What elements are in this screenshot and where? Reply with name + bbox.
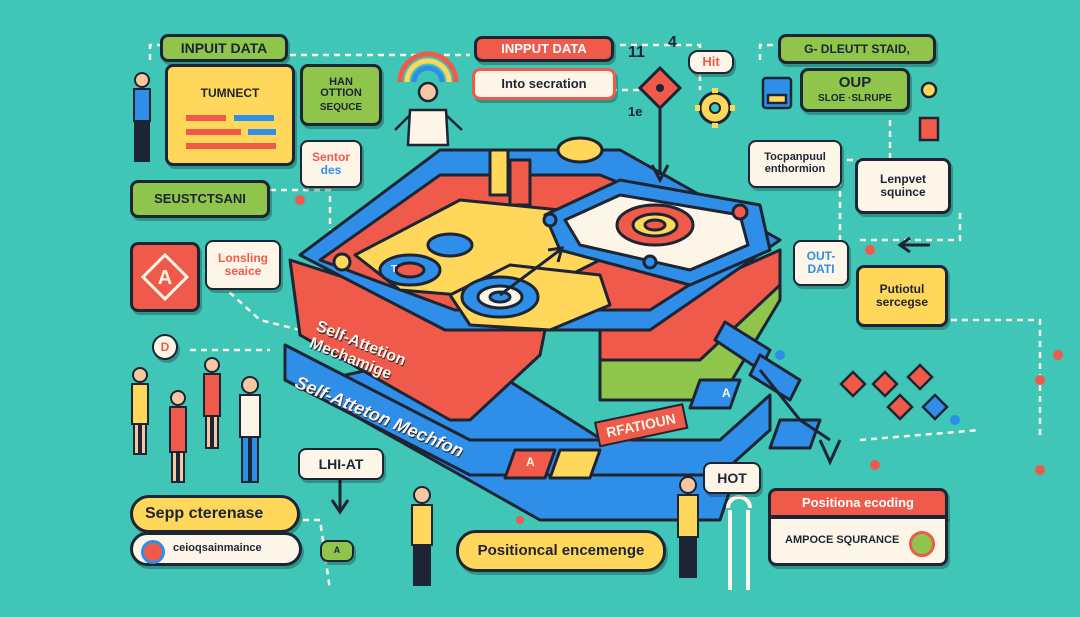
ceio-label: ceioqsainmaince — [173, 542, 262, 555]
lenpvet-label: Lenpvet squince — [855, 158, 951, 214]
han-ottion-card: HAN OTTION SEQUCE — [300, 64, 382, 126]
out-dati-label: OUT- DATI — [793, 240, 849, 286]
lonsling-label: Lonsling seaice — [205, 240, 281, 290]
a-icon-card: A — [130, 242, 200, 312]
g-dleutt-label: G- DLEUTT STAID, — [778, 34, 936, 64]
signpost — [726, 495, 752, 590]
sepp-label: Sepp cterenase — [130, 495, 300, 533]
self-attention-stack — [283, 136, 822, 522]
key-a-label: A — [526, 455, 535, 469]
hot-label: HOT — [703, 462, 761, 494]
rainbow-icon — [397, 51, 459, 83]
sequce-label: SEQUCE — [319, 101, 363, 113]
bin-icon — [761, 76, 940, 142]
diamond-a-icon: A — [140, 252, 190, 302]
oup-card: OUP SLOE ·SLRUPE — [800, 68, 910, 112]
ceio-pill: ceioqsainmaince — [130, 532, 302, 566]
input-data-label-left: INPUIT DATA — [160, 34, 288, 62]
d-badge: D — [152, 334, 178, 360]
ampoce-card: AMPOCE SQURANCE — [768, 516, 948, 566]
a-icon-letter: A — [158, 267, 172, 289]
people-figures — [131, 72, 699, 586]
des-label: des — [320, 163, 342, 177]
gear-icon — [695, 88, 735, 128]
hit-bubble: Hit — [688, 50, 734, 74]
number-1e: 1e — [628, 104, 643, 119]
seustctsani-label: SEUSTCTSANI — [130, 180, 270, 218]
small-green-tag: A — [320, 540, 354, 562]
input-data-label-center: INPPUT DATA — [474, 36, 614, 62]
putiotul-label: Putiotul sercegse — [856, 265, 948, 327]
sentor-card: Sentor des — [300, 140, 362, 188]
han-ottion-label: HAN OTTION — [320, 75, 362, 100]
number-4: 4 — [668, 34, 677, 51]
recycle-icon — [909, 531, 935, 557]
into-secration-label: Into secration — [472, 68, 616, 100]
presenter-figure — [394, 81, 463, 147]
lhi-at-label: LHI-AT — [298, 448, 384, 480]
key-a2-label: A — [722, 386, 731, 400]
topanpuul-label: Tocpanpuul enthormion — [748, 140, 842, 188]
key-t-label: T — [391, 264, 398, 275]
sloe-label: SLOE ·SLRUPE — [818, 93, 892, 105]
arrows — [330, 95, 930, 515]
tumnect-label: TUMNECT — [200, 86, 260, 100]
decorative-diamonds — [839, 363, 949, 421]
positional-encemenge-label: Positioncal encemenge — [456, 530, 666, 572]
positional-encoding-title: Positiona ecoding — [768, 488, 948, 518]
oup-label: OUP — [838, 74, 872, 92]
sentor-label: Sentor — [311, 150, 350, 165]
number-11: 11 — [628, 44, 645, 61]
tumnect-card: TUMNECT — [165, 64, 295, 166]
target-icon — [141, 540, 165, 564]
ampoce-label: AMPOCE SQURANCE — [785, 534, 900, 547]
